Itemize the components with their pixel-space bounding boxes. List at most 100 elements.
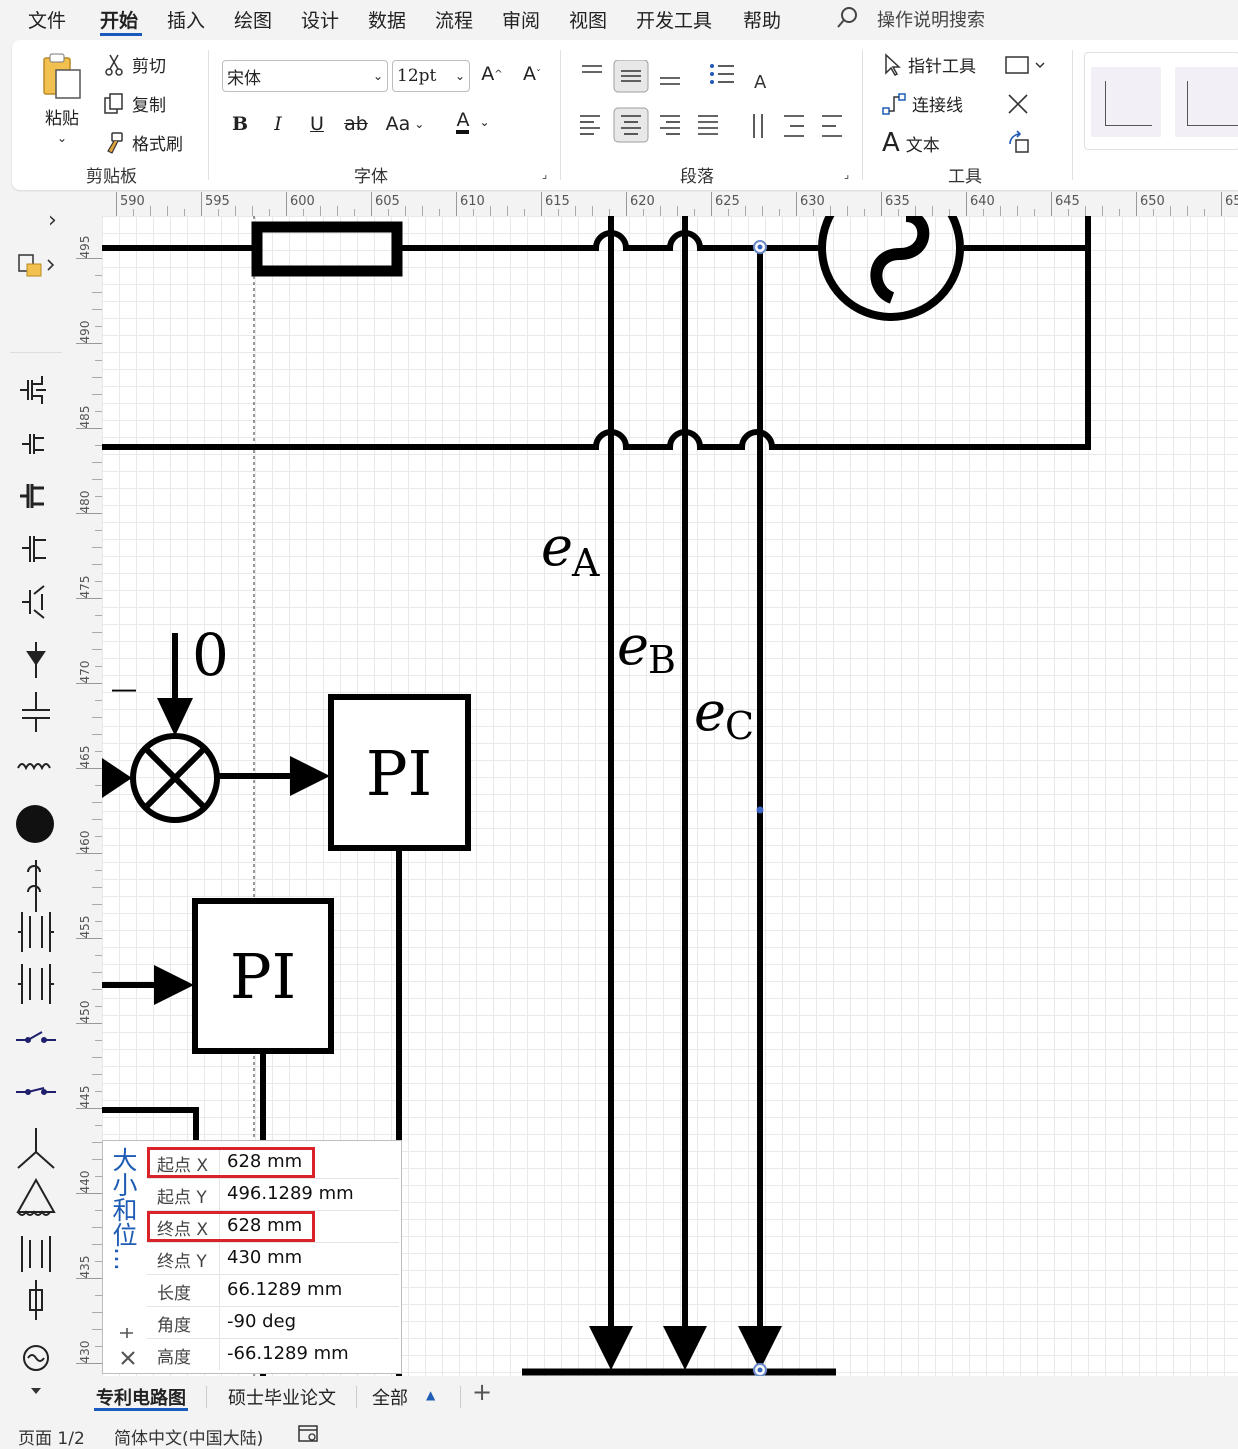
style-swatch[interactable] — [1091, 67, 1161, 137]
ruler-minor-tick — [983, 209, 984, 216]
grow-font-button[interactable]: A^ — [481, 63, 503, 85]
ruler-minor-tick — [92, 292, 102, 293]
pointer-tool-button[interactable]: 指针工具 — [882, 52, 976, 77]
bold-button[interactable]: B — [231, 113, 249, 135]
property-value[interactable]: 496.1289 mm — [227, 1183, 354, 1204]
cut-button[interactable]: 剪切 — [102, 52, 166, 77]
menu-home[interactable]: 开始 — [100, 10, 139, 32]
ruler-minor-tick — [95, 615, 102, 616]
tab-all[interactable]: 全部 — [372, 1388, 408, 1409]
paste-button[interactable]: 粘贴 ⌄ — [38, 52, 86, 145]
menu-data[interactable]: 数据 — [368, 10, 407, 32]
menu-file[interactable]: 文件 — [28, 10, 67, 32]
ruler-tick — [76, 1193, 102, 1194]
ruler-tick — [76, 1023, 102, 1024]
menu-insert[interactable]: 插入 — [167, 10, 206, 32]
line-tool-icon[interactable] — [1006, 92, 1030, 116]
format-painter-button[interactable]: 格式刷 — [102, 130, 183, 155]
font-name-select[interactable]: 宋体⌄ — [222, 60, 388, 92]
tab-thesis[interactable]: 硕士毕业论文 — [228, 1388, 336, 1409]
search-icon[interactable] — [836, 6, 858, 30]
font-dialog-launcher-icon[interactable]: ⌟ — [542, 168, 548, 181]
property-row[interactable]: 终点 Y 430 mm — [147, 1243, 399, 1275]
ruler-minor-tick — [218, 209, 219, 216]
ruler-minor-tick — [95, 1091, 102, 1092]
ruler-minor-tick — [92, 479, 102, 480]
style-swatch[interactable] — [1175, 67, 1238, 137]
active-tab-indicator — [94, 1408, 188, 1411]
property-value[interactable]: -66.1289 mm — [227, 1343, 349, 1364]
pi-block-2-label: PI — [230, 940, 296, 1013]
menu-process[interactable]: 流程 — [435, 10, 474, 32]
italic-button[interactable]: I — [274, 113, 282, 135]
connector-button[interactable]: 连接线 — [882, 91, 963, 116]
panel-title[interactable]: 大小和位... — [109, 1147, 137, 1271]
menu-review[interactable]: 审阅 — [502, 10, 541, 32]
resistor-symbol[interactable] — [251, 221, 403, 277]
property-value[interactable]: -90 deg — [227, 1311, 297, 1332]
property-value[interactable]: 628 mm — [227, 1151, 303, 1172]
ruler-minor-tick — [95, 955, 102, 956]
ruler-minor-tick — [337, 206, 338, 216]
triangle-up-icon[interactable]: ▲ — [426, 1388, 436, 1402]
connector-label: 连接线 — [912, 96, 963, 116]
menu-draw[interactable]: 绘图 — [234, 10, 273, 32]
menu-design[interactable]: 设计 — [301, 10, 340, 32]
property-row[interactable]: 角度-90 deg — [147, 1307, 399, 1339]
ruler-minor-tick — [405, 206, 406, 216]
pi-controller-block-1[interactable] — [328, 694, 471, 851]
change-case-button[interactable]: Aa⌄ — [380, 108, 430, 140]
circuit-diagram[interactable]: e A e B e C _ 0 — [102, 216, 1238, 1376]
summing-junction[interactable] — [130, 733, 220, 823]
stencil-menu-button[interactable] — [18, 252, 58, 282]
rectangle-shape-icon[interactable] — [1004, 54, 1048, 76]
property-row[interactable]: 高度-66.1289 mm — [147, 1339, 399, 1370]
accessibility-icon[interactable] — [298, 1425, 320, 1443]
pin-icon[interactable] — [117, 1323, 137, 1343]
ac-source-symbol[interactable] — [818, 216, 964, 321]
add-page-button[interactable]: + — [472, 1378, 493, 1406]
page-indicator[interactable]: 页面 1/2 — [18, 1429, 85, 1449]
ruler-minor-tick — [92, 1244, 102, 1245]
property-value[interactable]: 628 mm — [227, 1215, 303, 1236]
strikethrough-button[interactable]: ab — [344, 113, 368, 135]
paragraph-dialog-launcher-icon[interactable]: ⌟ — [844, 168, 850, 181]
ruler-tick — [966, 192, 967, 216]
property-key: 终点 Y — [157, 1252, 207, 1272]
underline-button[interactable]: U — [310, 113, 324, 135]
menu-view[interactable]: 视图 — [569, 10, 608, 32]
font-size-select[interactable]: 12pt⌄ — [392, 60, 470, 92]
font-color-button[interactable]: A⌄ — [446, 106, 500, 138]
ruler-tick-label: 625 — [715, 194, 740, 209]
return-wire[interactable] — [102, 245, 1091, 450]
property-value[interactable]: 66.1289 mm — [227, 1279, 343, 1300]
tab-patent-circuit[interactable]: 专利电路图 — [96, 1388, 186, 1409]
midpoint-handle[interactable] — [756, 806, 764, 814]
shapes-panel: › — [0, 192, 76, 1412]
drawing-canvas[interactable]: e A e B e C _ 0 — [102, 216, 1238, 1376]
copy-button[interactable]: 复制 — [102, 91, 166, 116]
close-icon[interactable] — [119, 1349, 137, 1367]
top-wire[interactable] — [102, 230, 818, 251]
ruler-minor-tick — [507, 206, 508, 216]
electrical-symbol-stencils[interactable] — [14, 372, 58, 1402]
pi-controller-block-2[interactable] — [192, 898, 334, 1054]
menu-developer[interactable]: 开发工具 — [636, 10, 713, 32]
expand-chevron-icon[interactable]: › — [48, 208, 57, 233]
shape-styles-gallery[interactable] — [1084, 52, 1238, 150]
paragraph-align-icons[interactable]: A — [578, 60, 858, 150]
property-value[interactable]: 430 mm — [227, 1247, 303, 1268]
menu-help[interactable]: 帮助 — [743, 10, 782, 32]
ruler-tick — [76, 1363, 102, 1364]
rotate-shape-icon[interactable] — [1006, 130, 1032, 156]
language-indicator[interactable]: 简体中文(中国大陆) — [114, 1429, 264, 1449]
text-tool-button[interactable]: A 文本 — [882, 128, 940, 158]
search-input[interactable]: 操作说明搜索 — [877, 10, 985, 31]
